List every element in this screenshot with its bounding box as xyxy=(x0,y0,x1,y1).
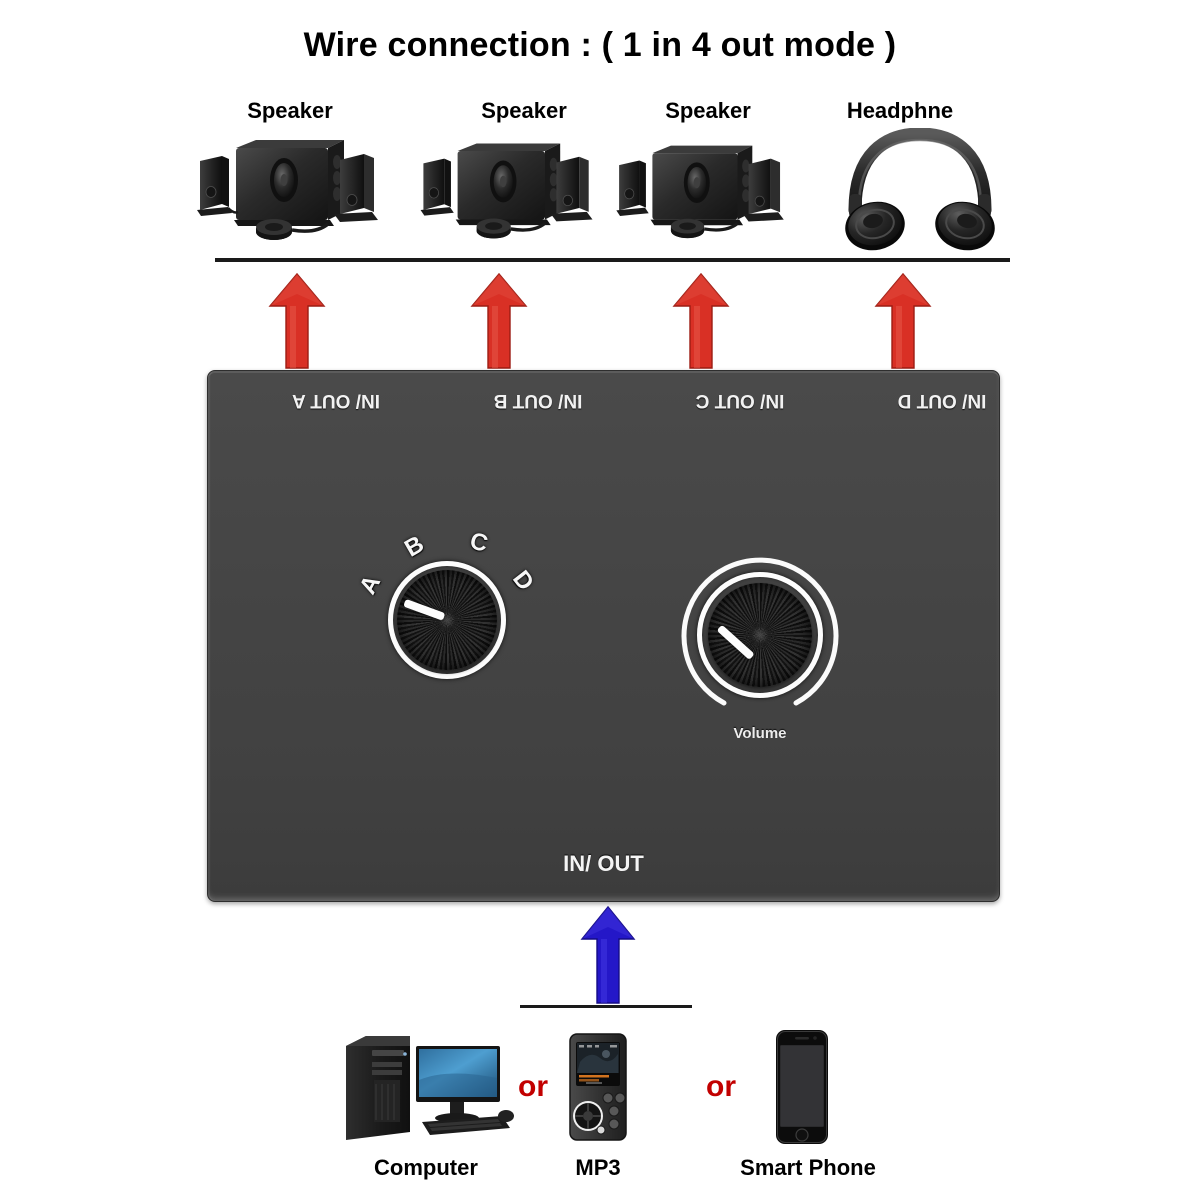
output-device-label-4: Headphne xyxy=(846,98,954,123)
selector-position-b: B xyxy=(400,530,429,563)
port-label-b: IN/ OUT B xyxy=(493,390,583,411)
output-bus-line xyxy=(215,258,1010,262)
volume-knob[interactable]: Volume xyxy=(678,553,858,753)
selector-knob-ring xyxy=(388,561,506,679)
headphones-image xyxy=(845,128,995,251)
audio-switch-device: IN/ OUT A IN/ OUT B IN/ OUT C IN/ OUT D … xyxy=(207,370,1000,902)
input-port-label: IN/ OUT xyxy=(563,851,644,876)
volume-knob-ring xyxy=(697,572,823,698)
output-arrow-2 xyxy=(470,272,528,369)
or-separator-2: or xyxy=(706,1070,736,1103)
output-arrow-4 xyxy=(874,272,932,369)
output-arrow-3 xyxy=(672,272,730,369)
input-bus-line xyxy=(520,1005,692,1008)
speaker-image-2 xyxy=(420,143,593,239)
output-device-label-3: Speaker xyxy=(665,98,751,123)
source-label-smartphone: Smart Phone xyxy=(740,1155,876,1180)
volume-outer-arc xyxy=(681,557,839,706)
selector-knob-face[interactable] xyxy=(397,570,497,670)
port-label-a: IN/ OUT A xyxy=(292,390,380,411)
computer-image xyxy=(346,1036,514,1140)
output-arrow-1 xyxy=(268,272,326,369)
port-label-d: IN/ OUT D xyxy=(897,390,987,411)
page-title: Wire connection : ( 1 in 4 out mode ) xyxy=(303,26,897,64)
speaker-image-1 xyxy=(197,140,378,240)
source-label-computer: Computer xyxy=(374,1155,478,1180)
mp3-player-image xyxy=(569,1033,627,1141)
volume-label: Volume xyxy=(733,725,787,742)
volume-knob-face[interactable] xyxy=(708,583,812,687)
smartphone-image xyxy=(776,1030,828,1144)
input-arrow xyxy=(580,905,636,1004)
source-selector-knob[interactable]: A B C D xyxy=(354,527,556,729)
speaker-image-3 xyxy=(616,145,784,239)
output-device-label-1: Speaker xyxy=(247,98,333,123)
source-label-mp3: MP3 xyxy=(575,1155,621,1180)
or-separator-1: or xyxy=(518,1070,548,1103)
output-device-label-2: Speaker xyxy=(481,98,567,123)
selector-position-a: A xyxy=(354,570,387,599)
port-label-c: IN/ OUT C xyxy=(695,390,785,411)
selector-position-c: C xyxy=(467,527,491,558)
selector-position-d: D xyxy=(507,565,540,596)
